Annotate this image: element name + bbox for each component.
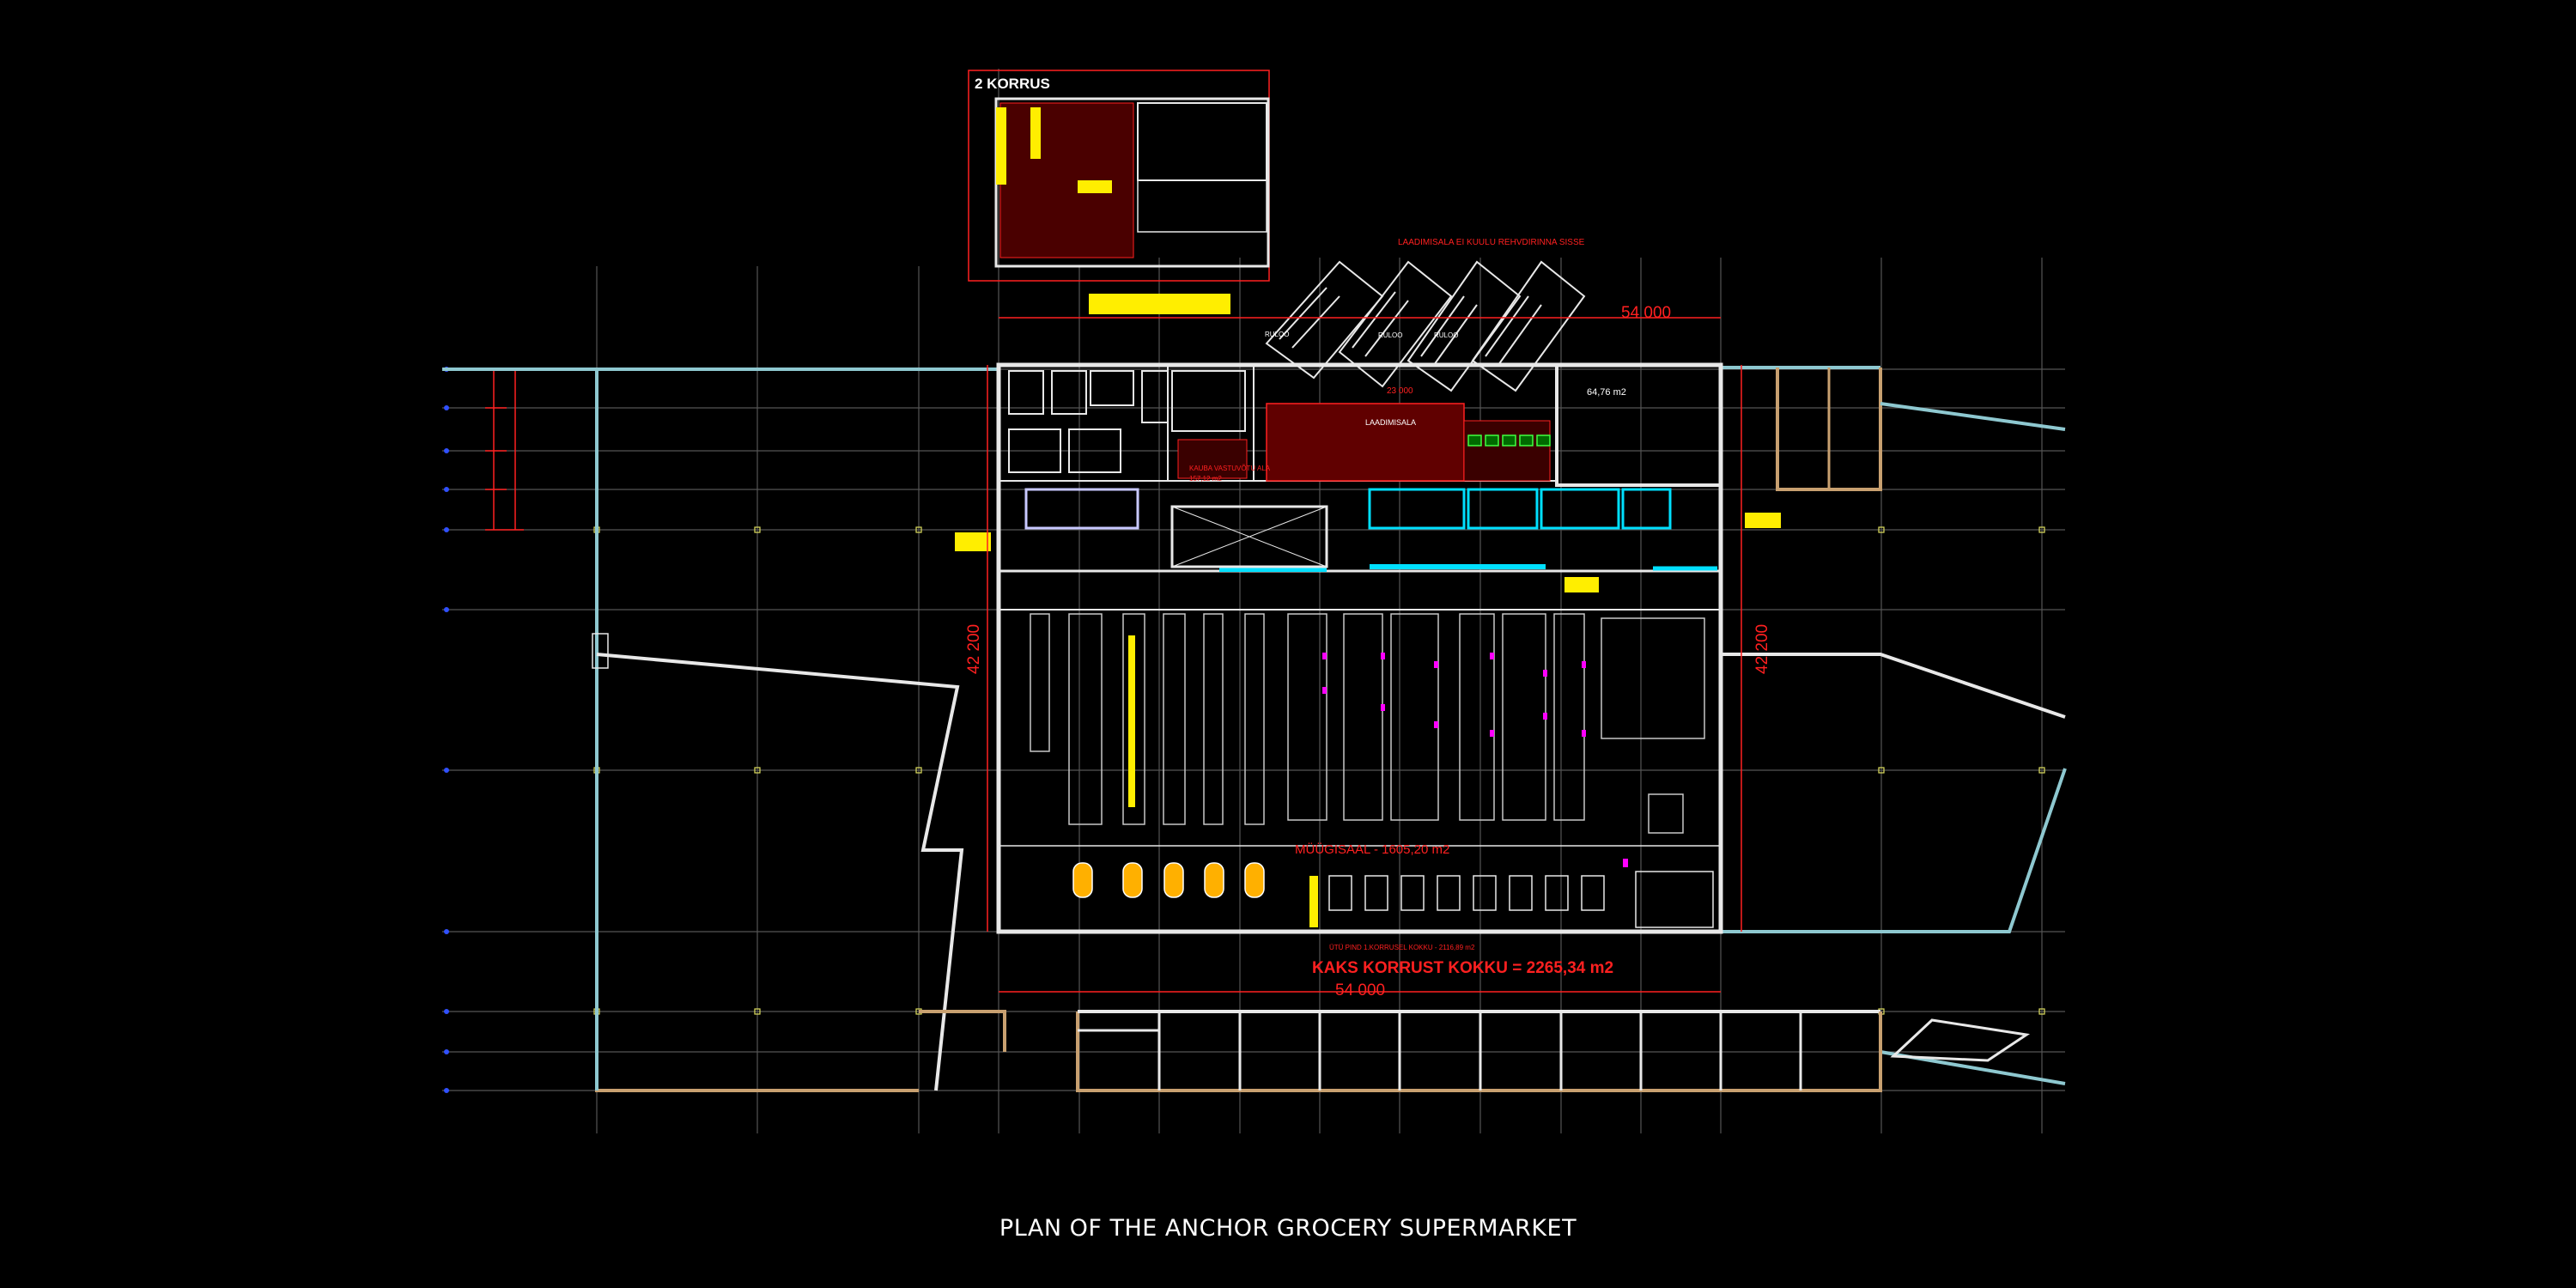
bottom-unit-strip xyxy=(1076,1010,1882,1092)
prep-room xyxy=(1170,505,1328,568)
structural-grid xyxy=(442,69,2065,1133)
supermarket-walls xyxy=(996,362,1723,934)
right-building-outline xyxy=(1721,366,2067,1091)
dock-label-3: RULOO xyxy=(1265,331,1289,338)
left-building-outline xyxy=(442,368,1006,1092)
magenta-markers xyxy=(1322,653,1628,867)
green-fixtures xyxy=(1467,434,1551,447)
dock-label-1: RULOO xyxy=(1378,331,1402,339)
drawing-caption: PLAN OF THE ANCHOR GROCERY SUPERMARKET xyxy=(999,1215,1577,1242)
loading-area-label: LAADIMISALA xyxy=(1365,418,1416,427)
top-width-dimension: 54 000 xyxy=(1621,304,1671,322)
storage-area-m2: 157,12 m2 xyxy=(1189,475,1222,483)
yellow-notes xyxy=(955,294,1781,927)
loading-docks xyxy=(1265,260,1586,392)
right-height-dimension: 42 200 xyxy=(1753,624,1771,674)
goods-receiving-area xyxy=(1177,403,1551,482)
left-dimension-chain xyxy=(485,368,524,531)
top-right-room-area: 64,76 m2 xyxy=(1587,387,1626,398)
total-area: KAKS KORRUST KOKKU = 2265,34 m2 xyxy=(1312,959,1613,977)
checkout-counters xyxy=(1328,871,1714,928)
upper-floor-inset xyxy=(968,70,1270,282)
bottom-width-dimension: 54 000 xyxy=(1335,981,1385,999)
cold-rooms xyxy=(1024,488,1717,572)
loading-note: LAADIMISALA EI KUULU REHVDIRINNA SISSE xyxy=(1398,238,1585,247)
dock-label-2: RULOO xyxy=(1434,331,1458,339)
left-height-dimension: 42 200 xyxy=(965,624,983,674)
upper-floor-title: 2 KORRUS xyxy=(975,76,1050,92)
canopy-dimension: 23 000 xyxy=(1387,386,1413,396)
checkout-pods xyxy=(1072,862,1265,898)
storage-area-label: KAUBA VASTUVÕTU ALA xyxy=(1189,465,1271,472)
shelving-aisles xyxy=(1030,613,1705,834)
dimension-lines xyxy=(987,317,1742,993)
first-floor-total: ÜTÜ PIND 1.KORRUSEL KOKKU - 2116,89 m2 xyxy=(1329,944,1475,951)
sales-hall-label: MÜÜGISAAL - 1605,20 m2 xyxy=(1295,841,1449,857)
axis-bubble-icon xyxy=(444,367,449,1093)
